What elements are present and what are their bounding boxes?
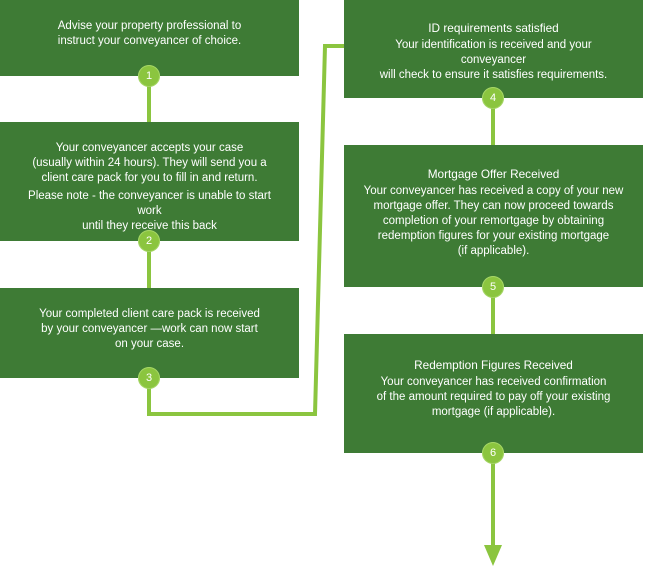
step-4-line: will check to ensure it satisfies requir… — [379, 69, 608, 81]
step-3-badge: 3 — [138, 367, 160, 389]
step-6-box: Redemption Figures Received Your conveya… — [344, 334, 643, 453]
step-5-line: (if applicable). — [457, 245, 530, 257]
step-1-line: instruct your conveyancer of choice. — [57, 35, 242, 47]
step-3-line: Your completed client care pack is recei… — [39, 308, 260, 320]
step-4-title: ID requirements satisfied — [428, 21, 559, 35]
end-arrow-icon — [484, 545, 502, 566]
connector-3-4 — [147, 44, 345, 416]
step-2-line: client care pack for you to fill in and … — [41, 172, 258, 184]
step-3-box: Your completed client care pack is recei… — [0, 288, 299, 378]
step-5-badge: 5 — [482, 276, 504, 298]
step-5-line: Your conveyancer has received a copy of … — [363, 185, 624, 197]
step-1-badge: 1 — [138, 65, 160, 87]
step-5-line: redemption figures for your existing mor… — [377, 230, 610, 242]
step-3-line: by your conveyancer —work can now start — [41, 323, 258, 335]
step-6-line: Your conveyancer has received confirmati… — [380, 376, 607, 388]
step-6-badge: 6 — [482, 442, 504, 464]
step-5-title: Mortgage Offer Received — [427, 167, 560, 181]
step-2-line: Your conveyancer accepts your case — [55, 142, 244, 154]
step-6-line: mortgage (if applicable). — [431, 406, 556, 418]
step-5-box: Mortgage Offer Received Your conveyancer… — [344, 145, 643, 287]
step-5-line: completion of your remortgage by obtaini… — [382, 215, 605, 227]
step-1-line: Advise your property professional to — [57, 20, 242, 32]
step-6-title: Redemption Figures Received — [414, 358, 573, 372]
step-2-note-line: Please note - the conveyancer is unable … — [28, 190, 271, 217]
step-2-box: Your conveyancer accepts your case (usua… — [0, 122, 299, 241]
step-2-badge: 2 — [138, 230, 160, 252]
step-1-box: Advise your property professional to ins… — [0, 0, 299, 76]
step-4-line: Your identification is received and your… — [395, 39, 592, 66]
step-3-line: on your case. — [114, 338, 185, 350]
step-4-badge: 4 — [482, 87, 504, 109]
step-5-line: mortgage offer. They can now proceed tow… — [373, 200, 614, 212]
step-2-line: (usually within 24 hours). They will sen… — [32, 157, 267, 169]
step-4-box: ID requirements satisfied Your identific… — [344, 0, 643, 98]
step-6-line: of the amount required to pay off your e… — [376, 391, 611, 403]
step-2-note-line: until they receive this back — [82, 220, 217, 232]
